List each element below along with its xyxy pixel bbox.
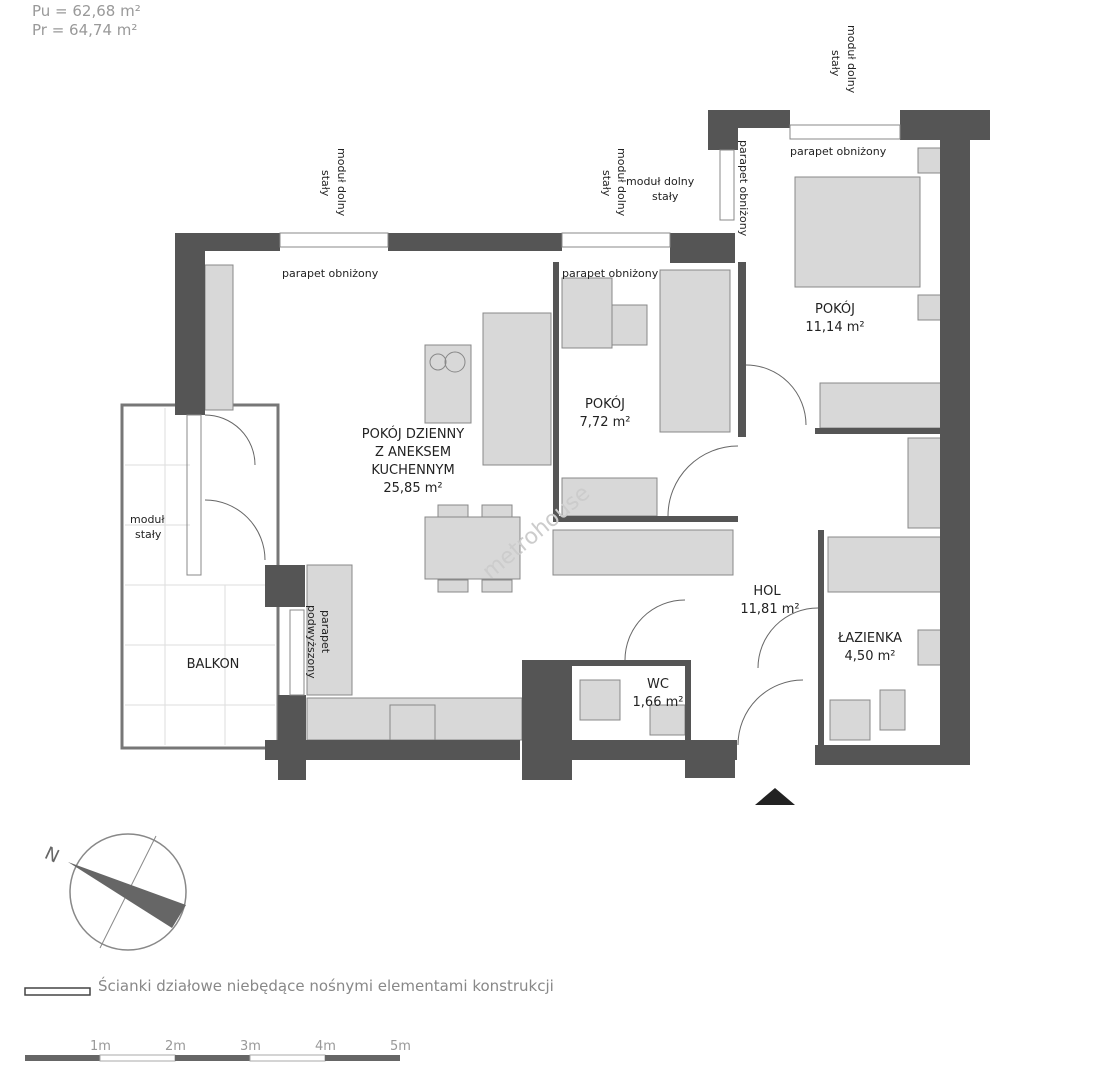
total-area: Pr = 64,74 m²: [32, 21, 138, 39]
room-wc-name: WC: [647, 677, 669, 692]
scale-tick: 1m: [90, 1039, 111, 1054]
annotation-modul-dolny-v3: moduł dolny: [845, 25, 858, 94]
annotation-parapet-3: parapet obniżony: [790, 145, 887, 158]
annotation-modul-dolny-v1: moduł dolny: [335, 148, 348, 217]
usable-area: Pu = 62,68 m²: [32, 2, 141, 20]
scale-tick: 4m: [315, 1039, 336, 1054]
annotation-modul: moduł: [130, 513, 165, 526]
annotation-parapet-1: parapet obniżony: [282, 267, 379, 280]
annotation-parapet-v: parapet: [319, 610, 332, 654]
room-bedroom-name: POKÓJ: [815, 301, 855, 317]
legend-text: Ścianki działowe niebędące nośnymi eleme…: [98, 977, 554, 995]
furniture: [204, 147, 951, 741]
room-hall-name: HOL: [753, 584, 781, 599]
annotation-modul-dolny-v2: moduł dolny: [615, 148, 628, 217]
room-bathroom-area: 4,50 m²: [845, 649, 896, 664]
room-small-area: 7,72 m²: [580, 415, 631, 430]
entrance-arrow: [755, 788, 795, 805]
annotation-staly-v1: stały: [319, 170, 332, 197]
annotation-parapet-4: parapet obniżony: [737, 140, 750, 237]
annotation-modul-dolny: moduł dolny: [626, 175, 695, 188]
compass-north: N: [41, 843, 62, 868]
room-living-area: 25,85 m²: [383, 481, 442, 496]
room-hall-area: 11,81 m²: [740, 602, 799, 617]
compass: N: [41, 833, 187, 951]
annotation-staly-balkon: stały: [135, 528, 162, 541]
room-bathroom-name: ŁAZIENKA: [837, 631, 902, 646]
scale-bar: 1m 2m 3m 4m 5m: [25, 1039, 411, 1062]
annotation-staly: stały: [652, 190, 679, 203]
annotation-staly-v2: stały: [600, 170, 613, 197]
room-bedroom-area: 11,14 m²: [805, 320, 864, 335]
scale-tick: 3m: [240, 1039, 261, 1054]
windows: [186, 124, 901, 696]
room-small-name: POKÓJ: [585, 396, 625, 412]
room-balcony-name: BALKON: [187, 657, 240, 672]
walls: [175, 110, 990, 780]
room-living-name3: KUCHENNYM: [371, 463, 454, 478]
legend-swatch: [24, 987, 91, 996]
area-summary: Pu = 62,68 m² Pr = 64,74 m²: [32, 2, 141, 40]
annotation-podwyzszony: podwyższony: [305, 605, 318, 679]
room-wc-area: 1,66 m²: [633, 695, 684, 710]
compass-needle-icon: [68, 862, 186, 928]
scale-tick: 5m: [390, 1039, 411, 1054]
annotation-staly-v3: stały: [829, 50, 842, 77]
doors: [204, 364, 819, 746]
room-living-name: POKÓJ DZIENNY: [362, 426, 464, 442]
scale-tick: 2m: [165, 1039, 186, 1054]
room-living-name2: Z ANEKSEM: [375, 445, 451, 460]
annotation-parapet-2: parapet obniżony: [562, 267, 659, 280]
